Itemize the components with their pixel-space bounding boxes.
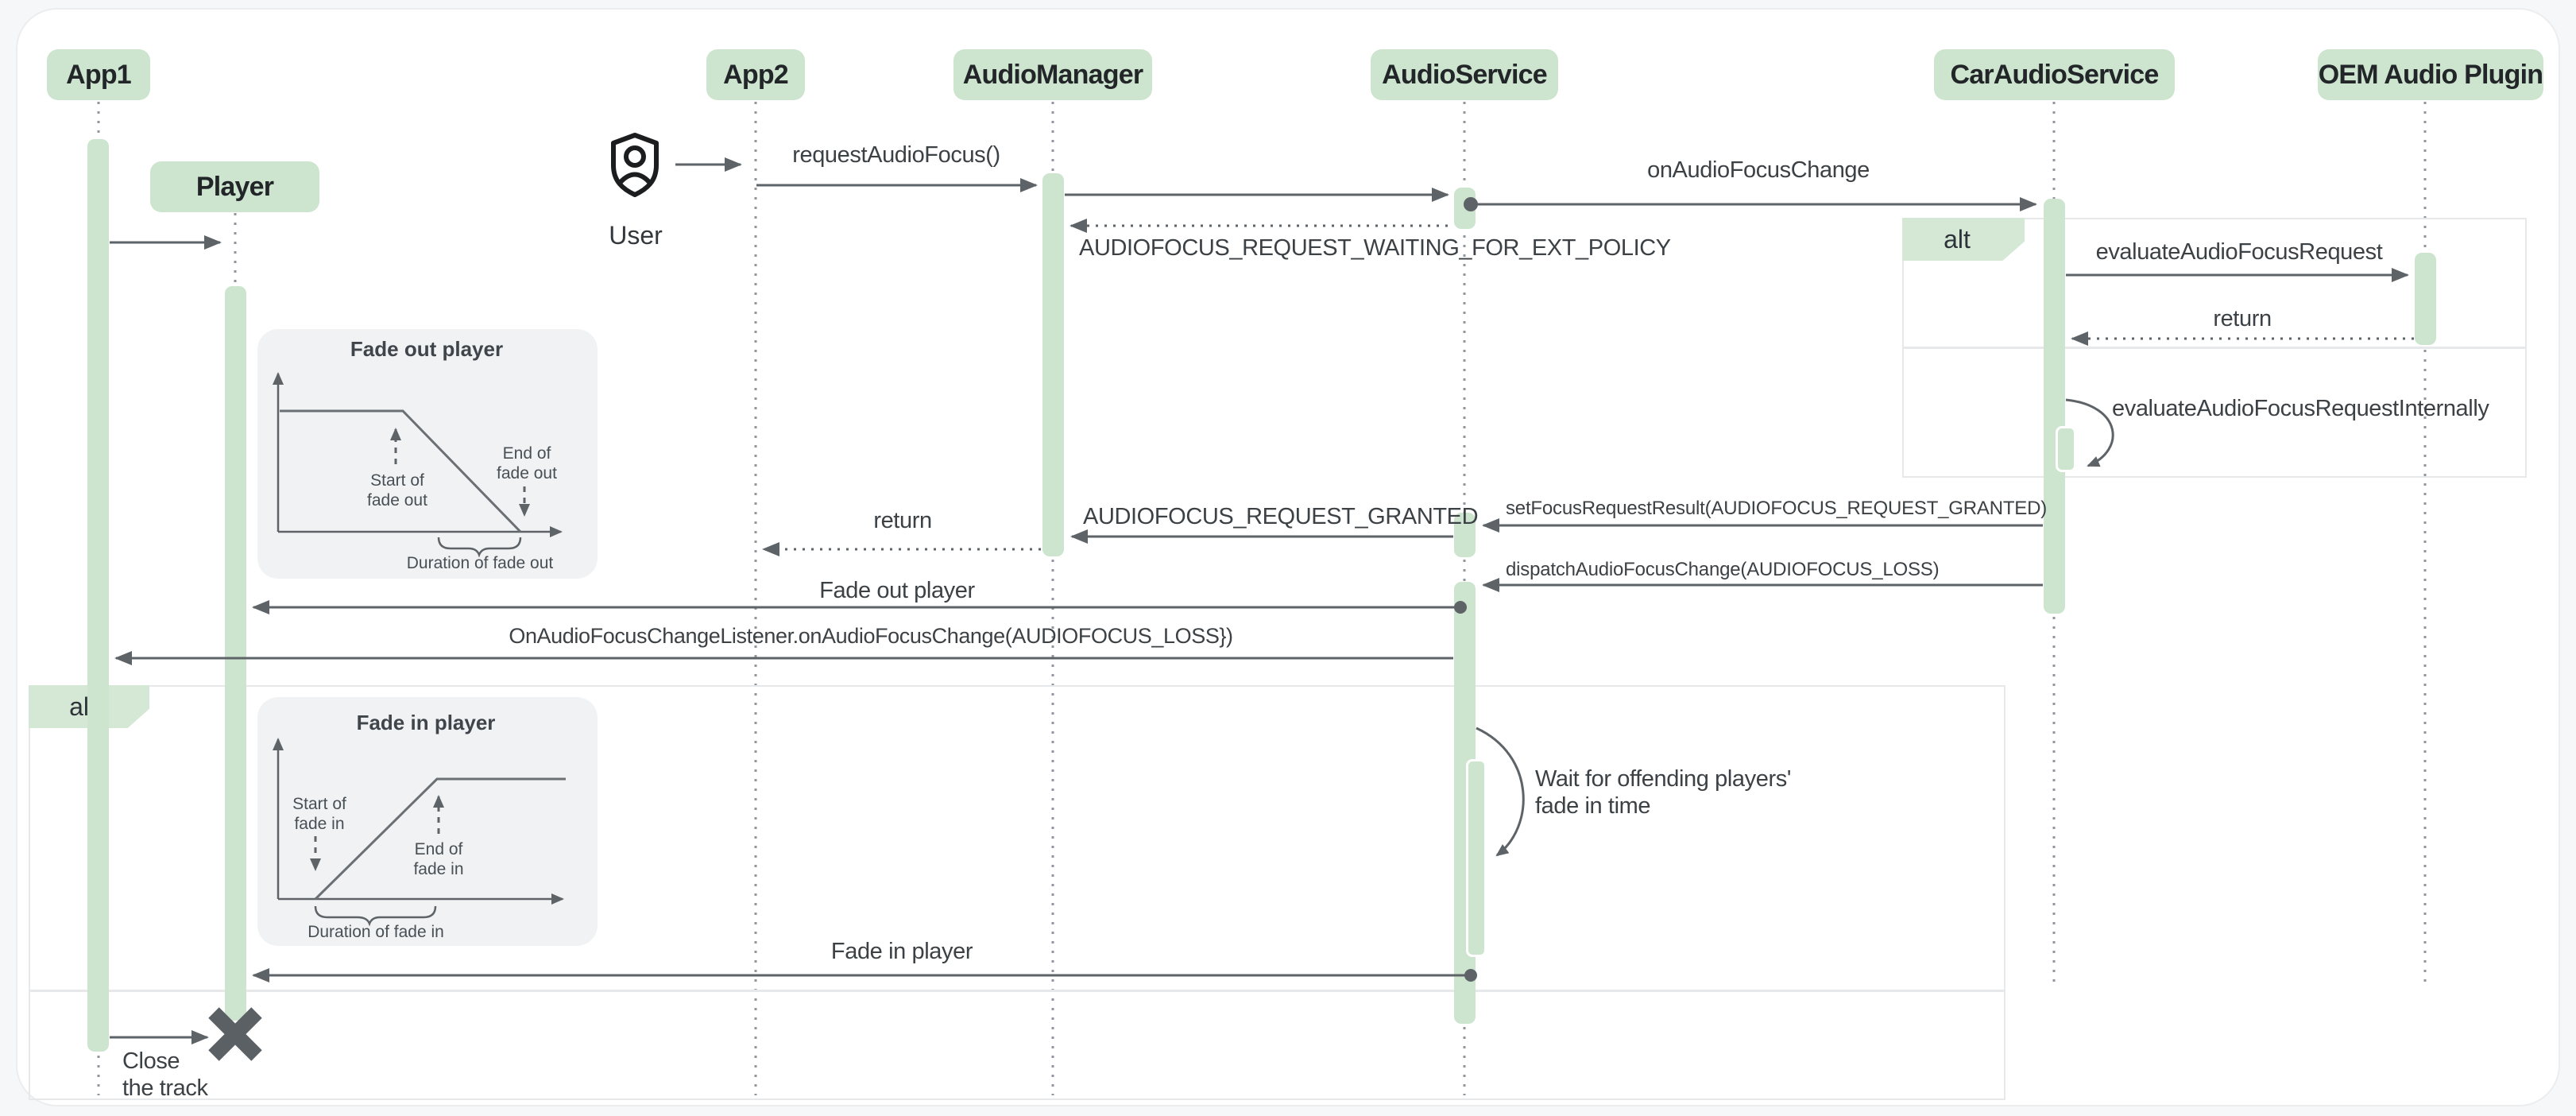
- destroy-x-icon: [208, 1007, 262, 1061]
- fade-out-duration-brace: [437, 537, 522, 558]
- message-origin-dot: [1464, 197, 1478, 211]
- activation-player: [225, 286, 246, 1021]
- self-loop-evaluate-internally: [2065, 398, 2114, 467]
- label-request-granted: AUDIOFOCUS_REQUEST_GRANTED: [1083, 504, 1479, 529]
- alt-fragment-focus-evaluation: [1902, 218, 2527, 478]
- label-wait-note: Wait for offending players' fade in time: [1535, 766, 1791, 820]
- label-set-focus-request-result: setFocusRequestResult(AUDIOFOCUS_REQUEST…: [1506, 498, 2048, 519]
- fade-in-curve: [314, 777, 566, 901]
- actor-label: AudioService: [1382, 59, 1548, 90]
- actor-label: AudioManager: [962, 59, 1143, 90]
- label-on-audio-focus-change: onAudioFocusChange: [1647, 157, 1870, 183]
- fade-out-start-label: Start of fade out: [367, 471, 427, 510]
- fade-out-curve: [280, 409, 522, 533]
- activation-audioservice-2: [1454, 513, 1476, 557]
- actor-app1: App1: [47, 49, 150, 100]
- label-evaluate-audio-focus-request: evaluateAudioFocusRequest: [2095, 239, 2383, 265]
- alt-divider: [30, 990, 2004, 992]
- fade-in-duration-brace: [314, 905, 437, 927]
- message-origin-dot: [1454, 601, 1467, 614]
- fade-out-end-label: End of fade out: [497, 444, 557, 483]
- label-evaluate-internally: evaluateAudioFocusRequestInternally: [2112, 396, 2489, 421]
- activation-caraudioservice: [2044, 199, 2065, 614]
- label-user: User: [609, 221, 663, 250]
- actor-label: App1: [66, 59, 132, 90]
- message-origin-dot: [1464, 969, 1477, 982]
- alt-label-text: alt: [1944, 224, 1971, 254]
- label-evaluate-return: return: [2213, 306, 2272, 331]
- alt-fragment-fade-in: [29, 685, 2005, 1100]
- object-player: Player: [150, 161, 319, 212]
- fade-out-duration-label: Duration of fade out: [406, 554, 554, 572]
- label-fade-out-player: Fade out player: [819, 578, 975, 603]
- label-fade-in-player: Fade in player: [830, 939, 973, 964]
- fade-in-duration-label: Duration of fade in: [307, 923, 444, 941]
- fade-out-chart-title: Fade out player: [350, 337, 504, 361]
- fade-in-chart-panel: [257, 697, 598, 946]
- activation-audiomanager: [1042, 173, 1064, 556]
- label-waiting-for-ext-policy: AUDIOFOCUS_REQUEST_WAITING_FOR_EXT_POLIC…: [1079, 235, 1671, 261]
- activation-caraudioservice-internal: [2056, 426, 2076, 472]
- activation-oem-plugin: [2415, 253, 2436, 345]
- self-loop-wait-fade-in: [1476, 727, 1525, 857]
- label-manager-return: return: [873, 508, 932, 533]
- actor-label: CarAudioService: [1950, 59, 2160, 90]
- alt-divider: [1904, 347, 2525, 349]
- activation-audioservice-wait: [1466, 759, 1487, 957]
- label-close-track: Close the track: [122, 1048, 208, 1102]
- actor-audioservice: AudioService: [1371, 49, 1558, 100]
- fade-out-chart-panel: [257, 329, 598, 579]
- actor-label: OEM Audio Plugin: [2318, 59, 2543, 90]
- actor-caraudioservice: CarAudioService: [1934, 49, 2175, 100]
- actor-oem-audio-plugin: OEM Audio Plugin: [2318, 49, 2543, 100]
- actor-app2: App2: [706, 49, 805, 100]
- fade-in-end-label: End of fade in: [413, 840, 464, 879]
- user-shield-icon: [611, 133, 659, 197]
- actor-audiomanager: AudioManager: [953, 49, 1152, 100]
- fade-in-start-label: Start of fade in: [292, 795, 346, 834]
- actor-label: App2: [723, 59, 789, 90]
- fade-in-chart-drawing: [273, 738, 566, 927]
- fade-out-chart-drawing: [273, 372, 563, 558]
- label-request-audio-focus: requestAudioFocus(): [792, 142, 1000, 168]
- alt-label-right: alt: [1902, 218, 2025, 261]
- actor-label: Player: [195, 171, 274, 202]
- activation-app1: [87, 139, 109, 1052]
- fade-in-chart-title: Fade in player: [356, 711, 496, 734]
- label-listener-focus-change: OnAudioFocusChangeListener.onAudioFocusC…: [509, 624, 1233, 648]
- label-dispatch-focus-change: dispatchAudioFocusChange(AUDIOFOCUS_LOSS…: [1506, 559, 1940, 580]
